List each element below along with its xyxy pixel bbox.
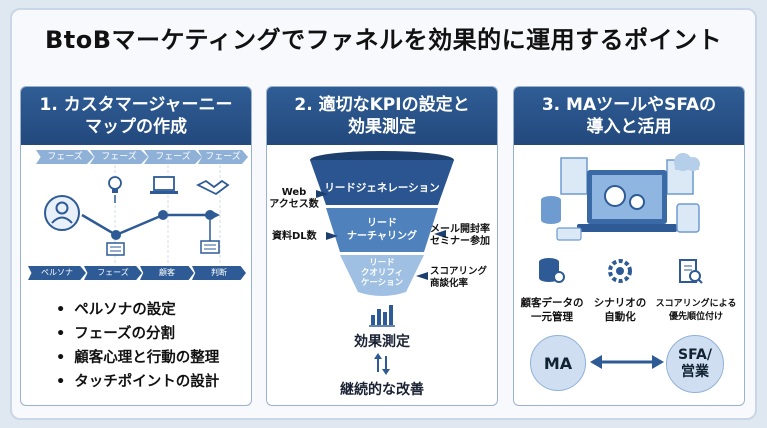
decision-chip: 判断 [192, 266, 246, 280]
persona-chip: ペルソナ [28, 266, 86, 280]
note-icon [106, 242, 125, 256]
kpi-line: メール開封率 [430, 224, 490, 235]
heading-line: 効果測定 [348, 117, 416, 137]
page-title: BtoBマーケティングでファネルを効果的に運用するポイント [44, 26, 723, 54]
gear-icon [608, 259, 632, 283]
kpi-mail-label: メール開封率 セミナー参加 [430, 224, 490, 248]
feature-label: スコアリングによる 優先順位付け [650, 298, 742, 324]
sfa-circle: SFA/ 営業 [666, 335, 724, 393]
bullet-item: 顧客心理と行動の整理 [56, 346, 219, 367]
funnel-stage-mid: リード ナーチャリング [326, 217, 438, 243]
column-heading: 3. MAツールやSFAの 導入と活用 [514, 87, 744, 145]
kpi-line: セミナー参加 [430, 236, 490, 247]
clipboard-search-icon [679, 259, 703, 284]
heading-line: 2. 適切なKPIの設定と [294, 95, 470, 115]
column-heading: 1. カスタマージャーニー マップの作成 [21, 87, 251, 145]
sfa-label: 営業 [681, 364, 709, 380]
bidirectional-arrow-icon [590, 355, 664, 369]
feature-line: 自動化 [604, 311, 636, 323]
feature-line: シナリオの [593, 297, 647, 309]
funnel-diagram [310, 151, 454, 296]
bar-chart-icon [369, 305, 395, 327]
feature-line: 優先順位付け [668, 312, 723, 322]
chart-panel-icon [560, 157, 588, 195]
kpi-score-label: スコアリング 商談化率 [430, 266, 487, 290]
handshake-icon [195, 179, 230, 196]
arrow-icon [316, 190, 446, 280]
ma-tools-illustration [541, 153, 700, 241]
bullet-item: タッチポイントの設計 [56, 370, 219, 391]
feature-line: 顧客データの [520, 297, 584, 309]
gear-icon [604, 185, 645, 210]
funnel-stage-line: ケーション [360, 278, 404, 288]
heading-line: 3. MAツールやSFAの [541, 95, 717, 115]
phase-chip: フェーズ [84, 266, 142, 280]
tablet-icon [676, 203, 700, 233]
feature-line: スコアリングによる [655, 299, 737, 309]
feature-label: シナリオの 自動化 [588, 296, 652, 324]
bullet-item: ペルソナの設定 [56, 298, 176, 319]
ma-label: MA [543, 353, 573, 373]
funnel-stage-bottom: リード クオリフィ ケーション [340, 258, 424, 288]
phase-chip: フェーズ [90, 150, 148, 164]
note-icon [200, 240, 220, 254]
persona-icon [44, 195, 80, 231]
column-kpi: 2. 適切なKPIの設定と 効果測定 [266, 86, 498, 406]
improve-label: 継続的な改善 [340, 382, 424, 398]
customer-chip: 顧客 [140, 266, 194, 280]
funnel-stage-line: クオリフィ [360, 268, 404, 278]
phase-chip: フェーズ [144, 150, 202, 164]
heading-line: 導入と活用 [586, 117, 672, 137]
kpi-line: Web [281, 187, 307, 198]
funnel-stage-line: リード [367, 218, 397, 229]
ma-circle: MA [530, 335, 586, 391]
funnel-stage-line: リード [369, 258, 395, 268]
bullet-item: フェーズの分割 [56, 322, 175, 343]
heading-line: 1. カスタマージャーニー [39, 95, 233, 115]
database-icon [539, 258, 565, 283]
phase-chip: フェーズ [198, 150, 248, 164]
kpi-line: アクセス数 [269, 199, 319, 210]
sfa-label: SFA/ [678, 347, 712, 363]
journey-map-diagram [44, 165, 230, 265]
phase-chip: フェーズ [36, 150, 94, 164]
heading-line: マップの作成 [85, 117, 187, 137]
kpi-line: スコアリング [430, 266, 488, 277]
column-heading: 2. 適切なKPIの設定と 効果測定 [267, 87, 497, 145]
laptop-icon [150, 176, 178, 194]
feature-label: 顧客データの 一元管理 [516, 296, 588, 324]
kpi-line: 商談化率 [430, 278, 469, 289]
cloud-icon [674, 153, 700, 171]
funnel-stage-line: ナーチャリング [347, 231, 417, 242]
database-icon [541, 196, 561, 224]
lightbulb-icon [108, 176, 122, 193]
kpi-dl-label: 資料DL数 [272, 231, 317, 242]
phone-icon [556, 227, 582, 241]
measure-label: 効果測定 [354, 334, 410, 350]
funnel-stage-top: リードジェネレーション [324, 182, 440, 194]
feature-line: 一元管理 [531, 311, 573, 323]
kpi-web-label: Web アクセス数 [268, 187, 320, 211]
up-down-arrow-icon [374, 353, 390, 375]
